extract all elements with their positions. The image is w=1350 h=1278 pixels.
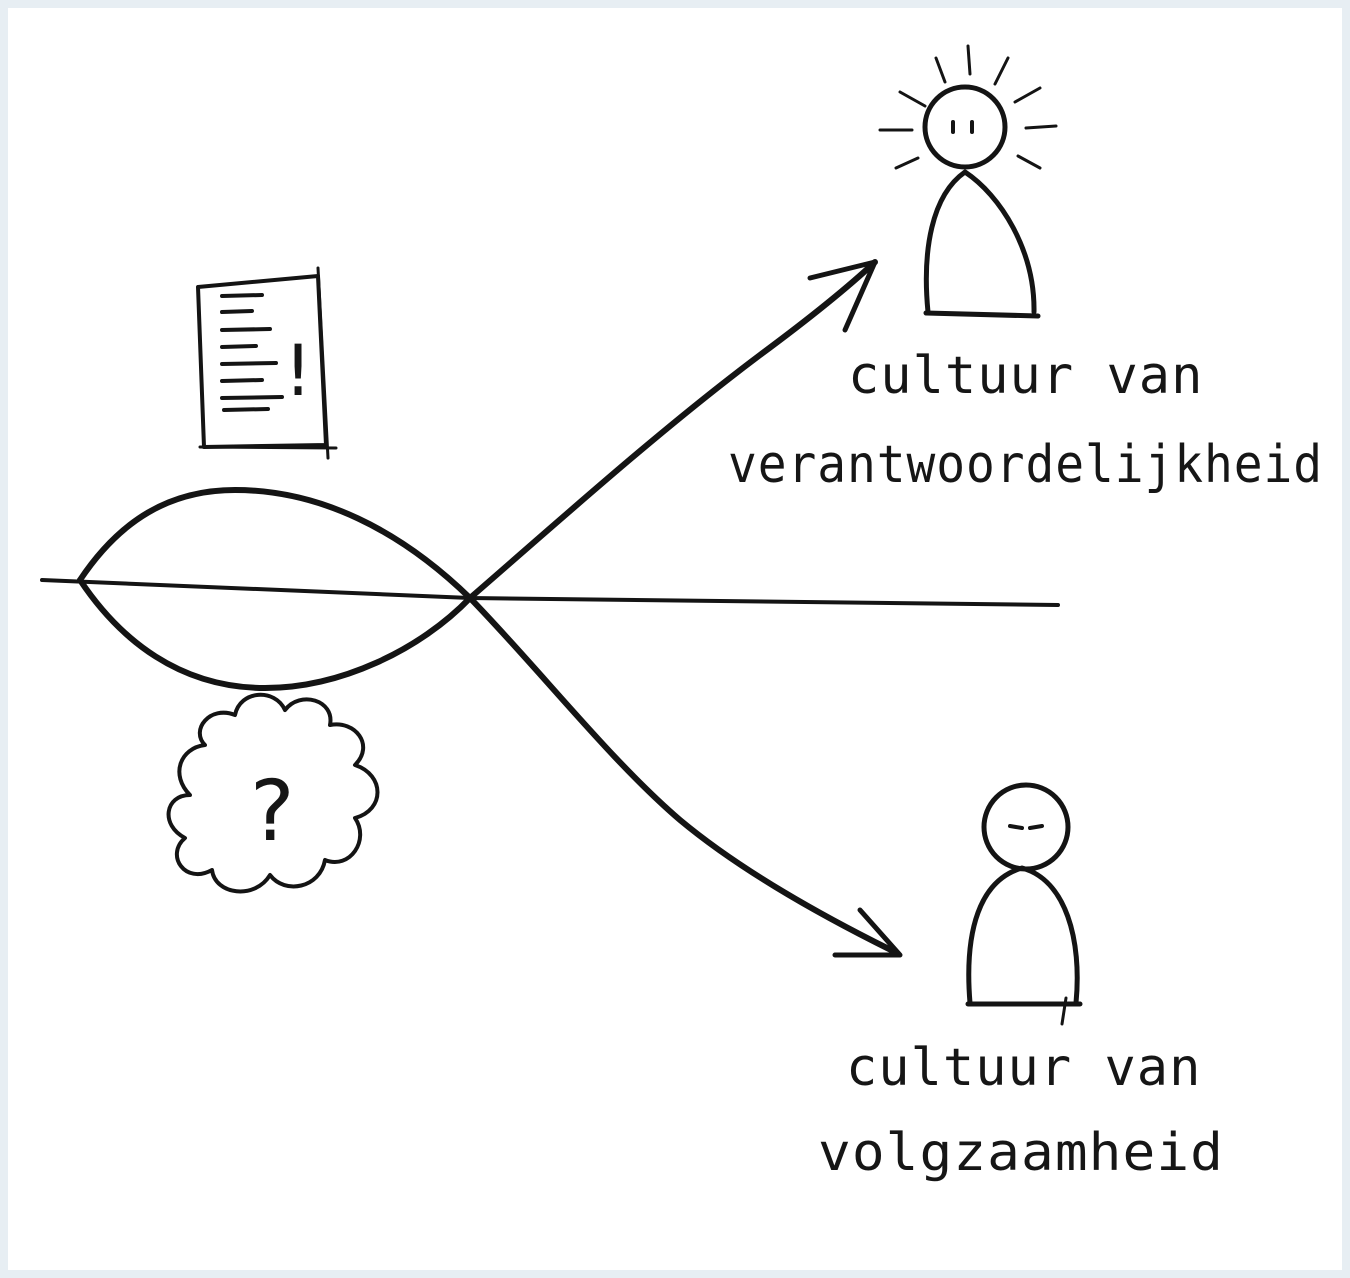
arrow-up-responsibility <box>467 259 878 601</box>
fish-shape <box>77 487 473 691</box>
baseline <box>40 578 1060 607</box>
document-exclamation-icon: ! <box>196 266 338 460</box>
arrow-down-compliance <box>467 595 903 958</box>
label-responsibility-line2: verantwoordelijkheid <box>728 435 1323 495</box>
enlightened-person-icon <box>878 44 1058 319</box>
cloud-mark: ? <box>250 762 295 860</box>
document-mark: ! <box>284 330 312 412</box>
label-compliance: cultuur van volgzaamheid <box>818 1038 1224 1183</box>
label-responsibility: cultuur van verantwoordelijkheid <box>728 346 1323 495</box>
question-cloud-icon: ? <box>166 692 380 894</box>
label-responsibility-line1: cultuur van <box>848 346 1203 406</box>
label-compliance-line1: cultuur van <box>846 1038 1201 1098</box>
label-compliance-line2: volgzaamheid <box>818 1123 1224 1183</box>
sleepy-person-icon <box>965 782 1083 1026</box>
